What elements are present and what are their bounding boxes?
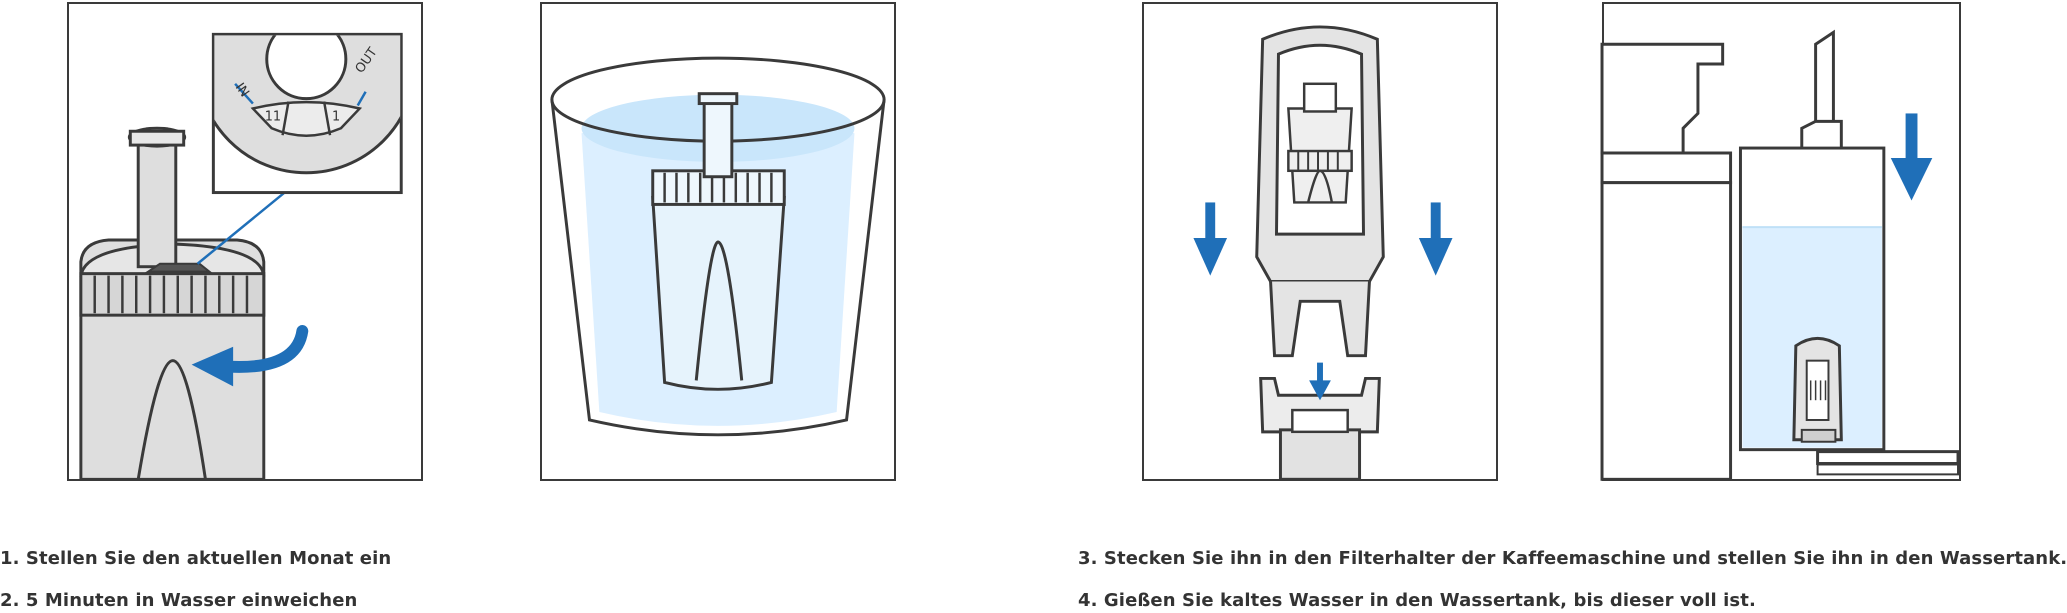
panel-soak	[540, 2, 896, 481]
rotate-arrow-icon	[221, 325, 309, 373]
panel-fill-tank	[1600, 2, 1961, 481]
step-1-text: 1. Stellen Sie den aktuellen Monat ein	[0, 548, 392, 569]
down-arrow-icon	[1890, 113, 1933, 201]
step-3-text: 3. Stecken Sie ihn in den Filterhalter d…	[1078, 548, 2067, 569]
dial-segment-11: 11	[265, 109, 281, 124]
down-arrow-icon	[1418, 202, 1453, 276]
filter-dial-icon: IN OUT 11 1	[79, 32, 403, 481]
panel-set-month: IN OUT 11 1	[67, 2, 423, 481]
step-4-text: 4. Gießen Sie kaltes Wasser in den Wasse…	[1078, 590, 1756, 611]
step-2-text: 2. 5 Minuten in Wasser einweichen	[0, 590, 358, 611]
down-arrow-icon	[1193, 202, 1228, 276]
dial-segment-1: 1	[332, 109, 340, 124]
panel-insert-holder	[1142, 2, 1498, 481]
down-arrow-icon	[1309, 362, 1331, 401]
water-tank-icon	[1600, 29, 1960, 481]
filter-holder-icon	[1193, 25, 1453, 481]
glass-of-water-icon	[550, 56, 886, 437]
